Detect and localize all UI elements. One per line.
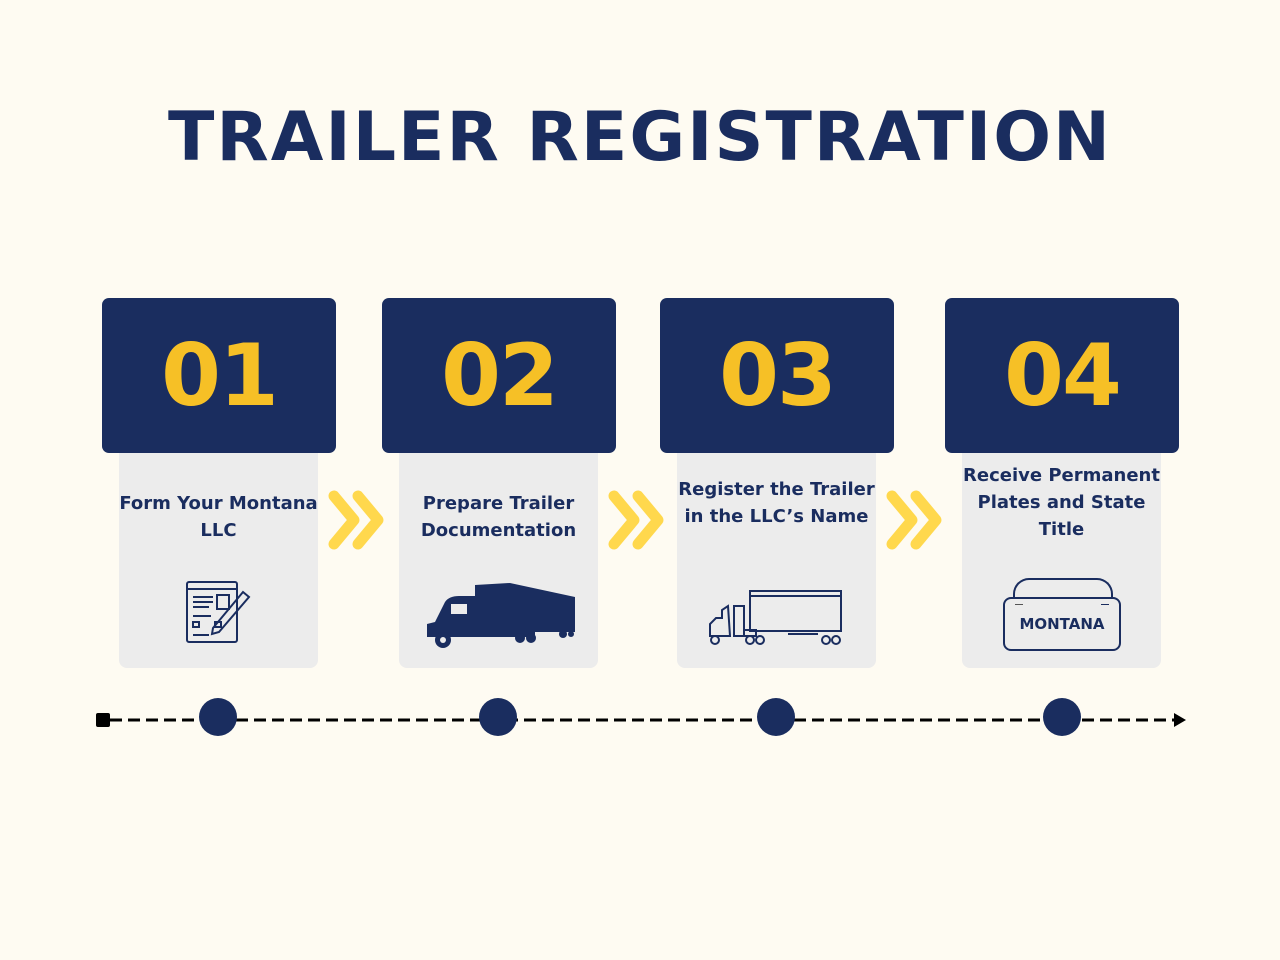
step-label: Register the Trailer in the LLC’s Name (678, 479, 875, 527)
step-number: 01 (161, 325, 279, 426)
step-number: 03 (719, 325, 837, 426)
step-number-box: 03 (660, 298, 894, 453)
step-panel (119, 438, 318, 668)
dashed-arrow-timeline (96, 713, 1186, 727)
timeline-dot-4 (1043, 698, 1081, 736)
step-number-box: 01 (102, 298, 336, 453)
step-4: 04 Receive Permanent Plates and State Ti… (945, 298, 1179, 670)
step-3: 03 Register the Trailer in the LLC’s Nam… (660, 298, 894, 670)
license-plate-icon: MONTANA (1003, 578, 1121, 652)
step-label: Receive Permanent Plates and State Title (963, 465, 1160, 540)
step-label: Form Your Montana LLC (119, 493, 318, 541)
plate-text: MONTANA (1019, 615, 1105, 633)
document-edit-icon (186, 581, 251, 643)
double-chevron-right-icon (886, 490, 942, 550)
page-title: TRAILER REGISTRATION (168, 98, 1112, 177)
truck-solid-icon (427, 583, 575, 648)
step-number: 02 (441, 325, 559, 426)
timeline-dot-1 (199, 698, 237, 736)
timeline-dot-3 (757, 698, 795, 736)
step-number: 04 (1004, 325, 1122, 426)
step-1: 01 Form Your Montana LLC (102, 298, 336, 670)
step-label: Prepare Trailer Documentation (420, 493, 577, 541)
timeline-dot-2 (479, 698, 517, 736)
semi-truck-outline-icon (709, 590, 842, 645)
step-2: 02 Prepare Trailer Documentation (382, 298, 616, 670)
step-number-box: 02 (382, 298, 616, 453)
double-chevron-right-icon (328, 490, 384, 550)
double-chevron-right-icon (608, 490, 664, 550)
step-number-box: 04 (945, 298, 1179, 453)
